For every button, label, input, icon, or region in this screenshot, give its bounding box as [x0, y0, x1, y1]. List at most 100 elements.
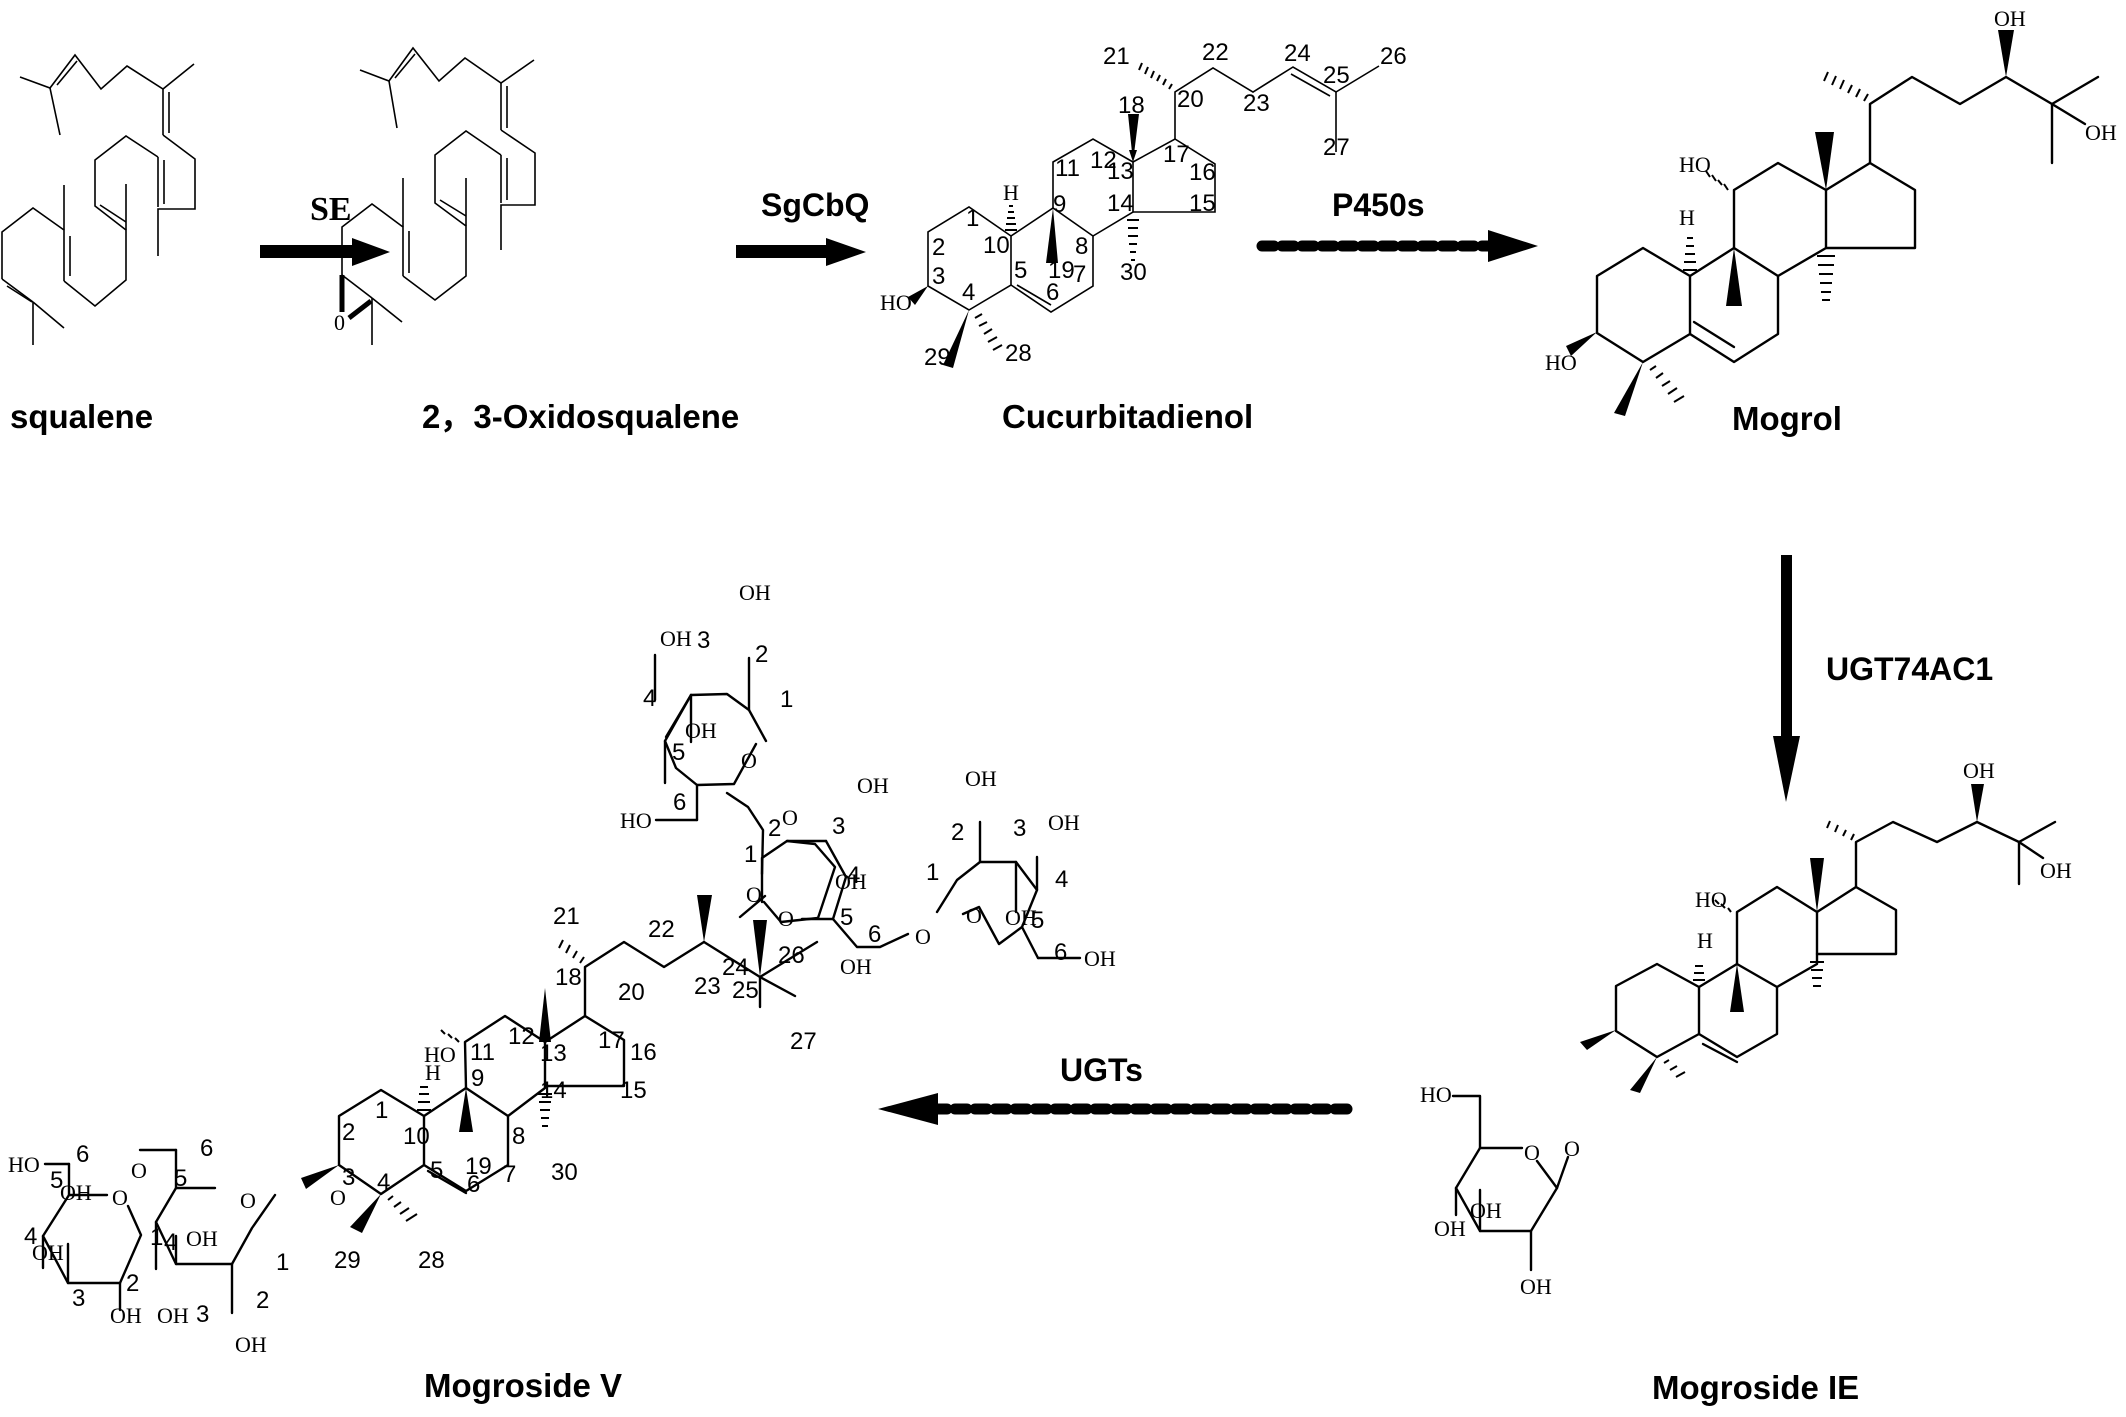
squalene-structure: [1, 53, 196, 345]
atom-number: 25: [732, 977, 759, 1004]
hydroxyl-label: OH: [685, 718, 717, 743]
sugar-atom-number: 2: [256, 1287, 269, 1314]
ring-oxygen-label: O: [1524, 1140, 1540, 1165]
atom-number: 2: [342, 1119, 355, 1146]
ring-oxygen-label: O: [112, 1185, 128, 1210]
atom-number: 10: [983, 232, 1010, 259]
sugar-atom-number: 6: [76, 1141, 89, 1168]
atom-number: 8: [1075, 233, 1088, 260]
atom-number: 3: [932, 263, 945, 290]
mogrol-structure: HO H HO OH OH: [1545, 6, 2117, 416]
atom-number: 6: [1046, 279, 1059, 306]
sugar-atom-number: 4: [1055, 866, 1068, 893]
hydroxyl-label: OH: [739, 580, 771, 605]
hydroxyl-label: HO: [1679, 152, 1711, 177]
epoxide-oxygen-label: 0: [334, 310, 345, 335]
hydroxyl-label: OH: [835, 869, 867, 894]
atom-number: 12: [1090, 147, 1117, 174]
sugar-atom-number: 5: [672, 739, 685, 766]
atom-number: 17: [598, 1027, 625, 1054]
atom-number: 24: [1284, 40, 1311, 67]
sugar-atom-number: 4: [643, 685, 656, 712]
atom-number: 15: [620, 1077, 647, 1104]
hydroxyl-label: OH: [186, 1226, 218, 1251]
sugar-atom-number: 5: [50, 1167, 63, 1194]
atom-number: 2: [932, 234, 945, 261]
atom-number: 23: [694, 973, 721, 1000]
atom-number: 14: [540, 1077, 567, 1104]
arrow-se: [260, 238, 390, 266]
atom-number: 20: [618, 979, 645, 1006]
atom-number: 5: [430, 1157, 443, 1184]
atom-number: 6: [467, 1171, 480, 1198]
ring-oxygen-label: O: [966, 903, 982, 928]
compound-name-oxidosqualene: 2，3-Oxidosqualene: [422, 398, 739, 435]
glycosidic-oxygen-label: O: [746, 882, 762, 907]
mogroside-ie-structure: HO O O OH OH OH HO H OH OH: [1420, 758, 2072, 1299]
atom-number: 17: [1163, 141, 1190, 168]
glycosidic-oxygen-label: O: [330, 1185, 346, 1210]
atom-number: 21: [1103, 43, 1130, 70]
arrow-sgcbq: [736, 238, 866, 266]
enzyme-label-ugts: UGTs: [1060, 1052, 1143, 1088]
hydroxyl-label: HO: [880, 290, 912, 315]
atom-number: 27: [1323, 134, 1350, 161]
hydroxyl-label: OH: [840, 954, 872, 979]
atom-number: 15: [1189, 190, 1216, 217]
compound-name-mogrol: Mogrol: [1732, 400, 1842, 437]
hydroxyl-label: HO: [1420, 1082, 1452, 1107]
atom-number: 3: [342, 1164, 355, 1191]
sugar-atom-number: 1: [926, 859, 939, 886]
sugar-atom-number: 3: [1013, 815, 1026, 842]
glycosidic-oxygen-label: O: [782, 805, 798, 830]
hydroxyl-label: OH: [660, 626, 692, 651]
hydroxyl-label: OH: [110, 1303, 142, 1328]
hydroxyl-label: OH: [1470, 1198, 1502, 1223]
arrow-ugts: [878, 1093, 1358, 1125]
sugar-atom-number: 2: [768, 815, 781, 842]
glycosidic-oxygen-label: O: [915, 924, 931, 949]
atom-number: 27: [790, 1028, 817, 1055]
atom-number: 16: [630, 1039, 657, 1066]
arrow-ugt74ac1: [1773, 555, 1800, 802]
cucurbitadienol-structure: [908, 62, 1380, 368]
atom-number: 19: [1048, 257, 1075, 284]
atom-number: 13: [540, 1040, 567, 1067]
hydrogen-label: H: [425, 1060, 441, 1085]
hydroxyl-label: OH: [235, 1332, 267, 1357]
atom-number: 12: [508, 1023, 535, 1050]
sugar-atom-number: 3: [832, 813, 845, 840]
hydroxyl-label: HO: [1545, 350, 1577, 375]
sugar-atom-number: 4: [847, 862, 860, 889]
sugar-atom-number: 1: [780, 686, 793, 713]
enzyme-label-sgcbq: SgCbQ: [761, 187, 869, 223]
atom-number: 30: [551, 1159, 578, 1186]
ring-oxygen-label: O: [240, 1188, 256, 1213]
atom-number: 4: [377, 1169, 390, 1196]
sugar-atom-number: 5: [840, 904, 853, 931]
sugar-atom-number: 3: [72, 1285, 85, 1312]
atom-number: 13: [1107, 158, 1134, 185]
sugar-atom-number: 2: [126, 1270, 139, 1297]
atom-number: 16: [1189, 159, 1216, 186]
atom-number: 21: [553, 903, 580, 930]
sugar-atom-number: 4: [24, 1223, 37, 1250]
mogroside-v-structure: [41, 653, 1082, 1315]
atom-number: 26: [778, 942, 805, 969]
arrow-p450s: [1256, 230, 1538, 262]
atom-number: 5: [1014, 257, 1027, 284]
atom-number: 22: [1202, 39, 1229, 66]
atom-number: 8: [512, 1123, 525, 1150]
sugar-atom-number: 2: [755, 641, 768, 668]
hydroxyl-label: OH: [1994, 6, 2026, 31]
atom-number: 1: [966, 205, 979, 232]
sugar-atom-number: 2: [951, 819, 964, 846]
ring-oxygen-label: O: [131, 1158, 147, 1183]
sugar-atom-number: 6: [868, 921, 881, 948]
enzyme-label-p450s: P450s: [1332, 187, 1425, 223]
sugar-atom-number: 3: [196, 1301, 209, 1328]
atom-number: 11: [1055, 155, 1080, 182]
mogroside-v-labels: O O O O HO OH OH OH OH OH OH HO H OH OH …: [8, 580, 1116, 1357]
compound-name-squalene: squalene: [10, 398, 153, 435]
sugar-atom-number: 1: [744, 841, 757, 868]
